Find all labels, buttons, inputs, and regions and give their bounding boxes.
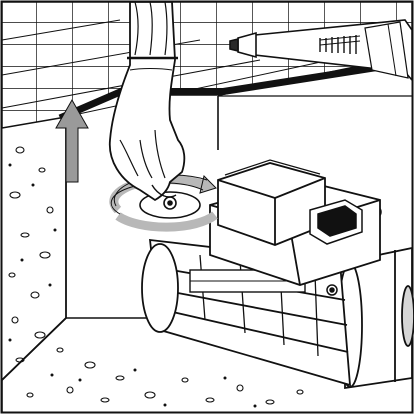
gravel bbox=[8, 146, 304, 405]
lift-up-arrow-icon bbox=[55, 98, 89, 183]
cartridge-tube bbox=[229, 19, 413, 83]
gravel-dots bbox=[8, 163, 257, 408]
drain-pipe-right bbox=[337, 246, 414, 390]
tube-label-stripes bbox=[319, 35, 357, 54]
connector-block bbox=[309, 199, 363, 245]
sleeve bbox=[134, 1, 168, 56]
